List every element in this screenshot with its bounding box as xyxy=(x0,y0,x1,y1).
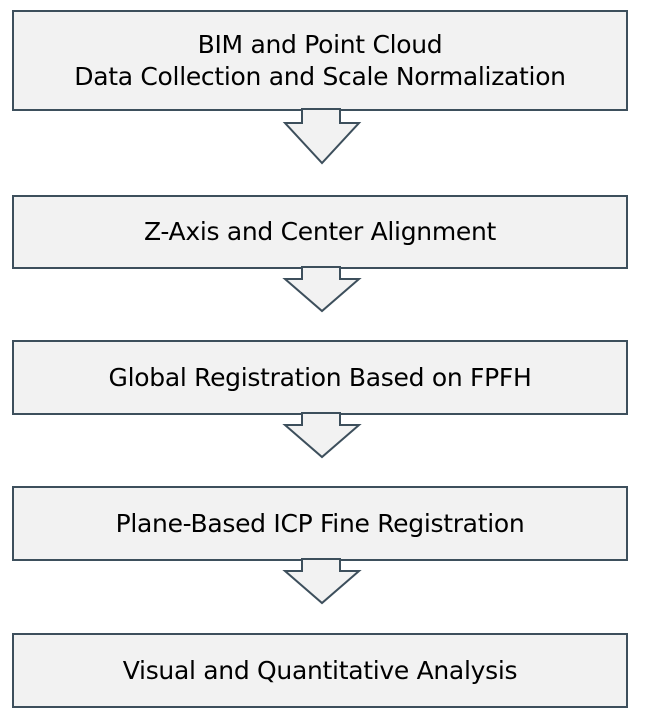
step-icp-fine-registration: Plane-Based ICP Fine Registration xyxy=(12,486,628,561)
step-z-axis-alignment: Z-Axis and Center Alignment xyxy=(12,195,628,269)
step-analysis: Visual and Quantitative Analysis xyxy=(12,633,628,708)
step-label-line2: Data Collection and Scale Normalization xyxy=(74,61,566,91)
step-label: Visual and Quantitative Analysis xyxy=(122,655,518,685)
step-label: Plane-Based ICP Fine Registration xyxy=(115,508,525,538)
step-label: Global Registration Based on FPFH xyxy=(108,362,532,392)
down-arrow-icon xyxy=(282,266,362,313)
step-label: Z-Axis and Center Alignment xyxy=(143,217,497,246)
down-arrow-icon xyxy=(282,412,362,459)
step-global-registration: Global Registration Based on FPFH xyxy=(12,340,628,415)
step-data-collection: BIM and Point Cloud Data Collection and … xyxy=(12,10,628,111)
down-arrow-icon xyxy=(282,558,362,605)
step-label-line1: BIM and Point Cloud xyxy=(197,29,443,59)
down-arrow-icon xyxy=(282,108,362,165)
